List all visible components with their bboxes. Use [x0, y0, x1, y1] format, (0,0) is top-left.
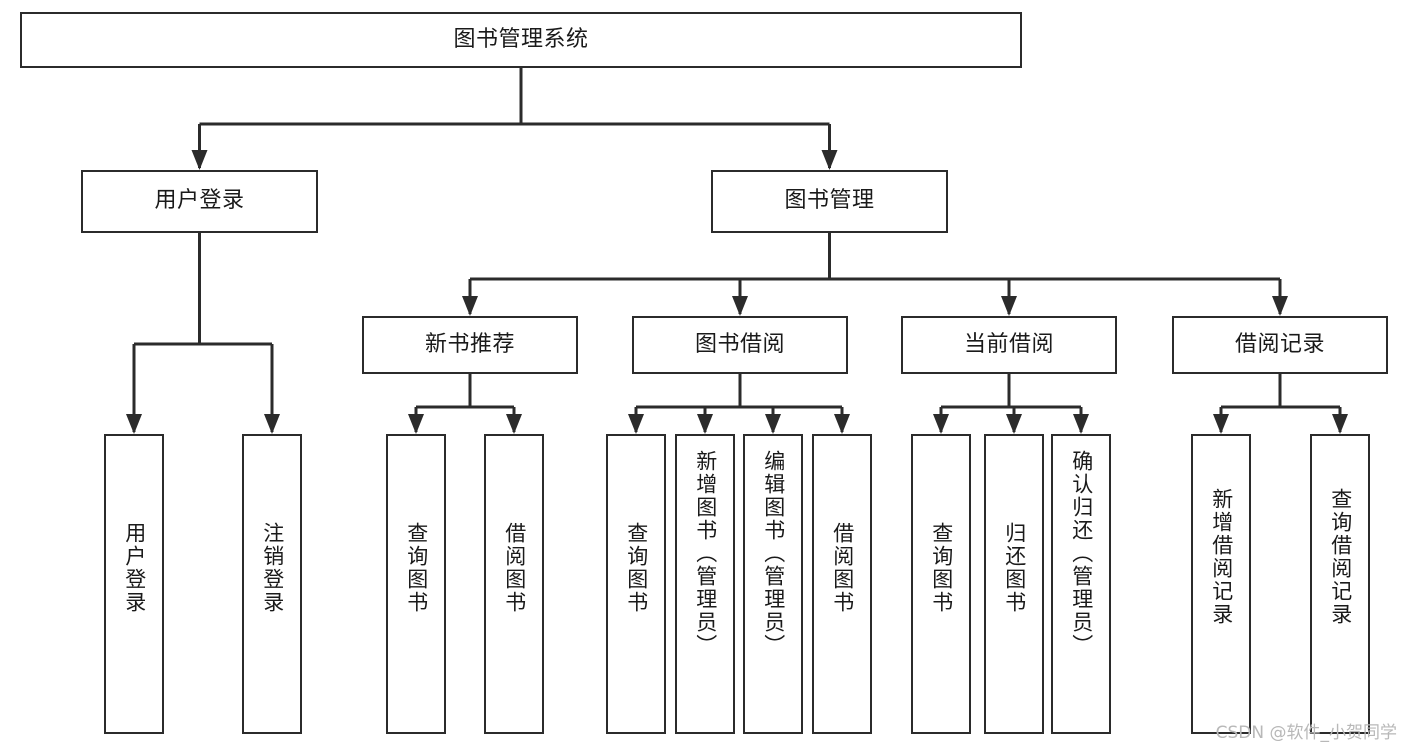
node-label-leaf-borrow-book-2: 借阅图书	[830, 522, 855, 614]
node-leaf-add-book[interactable]: 新增图书（管理员）	[675, 434, 735, 734]
node-label-leaf-logout: 注销登录	[260, 522, 285, 614]
node-leaf-logout[interactable]: 注销登录	[242, 434, 302, 734]
node-label-leaf-confirm-return: 确认归还（管理员）	[1069, 450, 1094, 657]
node-label-root: 图书管理系统	[453, 26, 589, 52]
node-leaf-query-book-2[interactable]: 查询图书	[606, 434, 666, 734]
node-label-new-book-rec: 新书推荐	[424, 331, 515, 357]
node-leaf-confirm-return[interactable]: 确认归还（管理员）	[1051, 434, 1111, 734]
node-leaf-query-book-1[interactable]: 查询图书	[386, 434, 446, 734]
node-label-leaf-add-record: 新增借阅记录	[1209, 488, 1234, 626]
node-label-leaf-add-book: 新增图书（管理员）	[693, 450, 718, 657]
node-leaf-user-login[interactable]: 用户登录	[104, 434, 164, 734]
node-leaf-borrow-book-1[interactable]: 借阅图书	[484, 434, 544, 734]
node-label-leaf-query-book-2: 查询图书	[624, 522, 649, 614]
watermark-text: CSDN @软件_小贺同学	[1215, 723, 1397, 743]
node-label-leaf-borrow-book-1: 借阅图书	[502, 522, 527, 614]
node-book-borrow[interactable]: 图书借阅	[632, 316, 848, 374]
node-new-book-rec[interactable]: 新书推荐	[362, 316, 578, 374]
node-leaf-edit-book[interactable]: 编辑图书（管理员）	[743, 434, 803, 734]
node-label-leaf-query-book-1: 查询图书	[404, 522, 429, 614]
node-label-leaf-edit-book: 编辑图书（管理员）	[761, 450, 786, 657]
node-leaf-query-book-3[interactable]: 查询图书	[911, 434, 971, 734]
node-label-user-login: 用户登录	[154, 188, 245, 214]
node-label-book-manage: 图书管理	[784, 188, 875, 214]
node-label-leaf-user-login: 用户登录	[122, 522, 147, 614]
node-user-login[interactable]: 用户登录	[81, 170, 318, 233]
node-leaf-return-book[interactable]: 归还图书	[984, 434, 1044, 734]
node-current-borrow[interactable]: 当前借阅	[901, 316, 1117, 374]
node-label-leaf-query-book-3: 查询图书	[929, 522, 954, 614]
node-label-leaf-return-book: 归还图书	[1002, 522, 1027, 614]
node-label-borrow-record: 借阅记录	[1234, 331, 1325, 357]
node-leaf-add-record[interactable]: 新增借阅记录	[1191, 434, 1251, 734]
node-label-leaf-query-record: 查询借阅记录	[1328, 488, 1353, 626]
node-leaf-borrow-book-2[interactable]: 借阅图书	[812, 434, 872, 734]
node-label-current-borrow: 当前借阅	[963, 331, 1054, 357]
node-borrow-record[interactable]: 借阅记录	[1172, 316, 1388, 374]
node-root[interactable]: 图书管理系统	[20, 12, 1022, 68]
node-leaf-query-record[interactable]: 查询借阅记录	[1310, 434, 1370, 734]
node-label-book-borrow: 图书借阅	[694, 331, 785, 357]
node-book-manage[interactable]: 图书管理	[711, 170, 948, 233]
